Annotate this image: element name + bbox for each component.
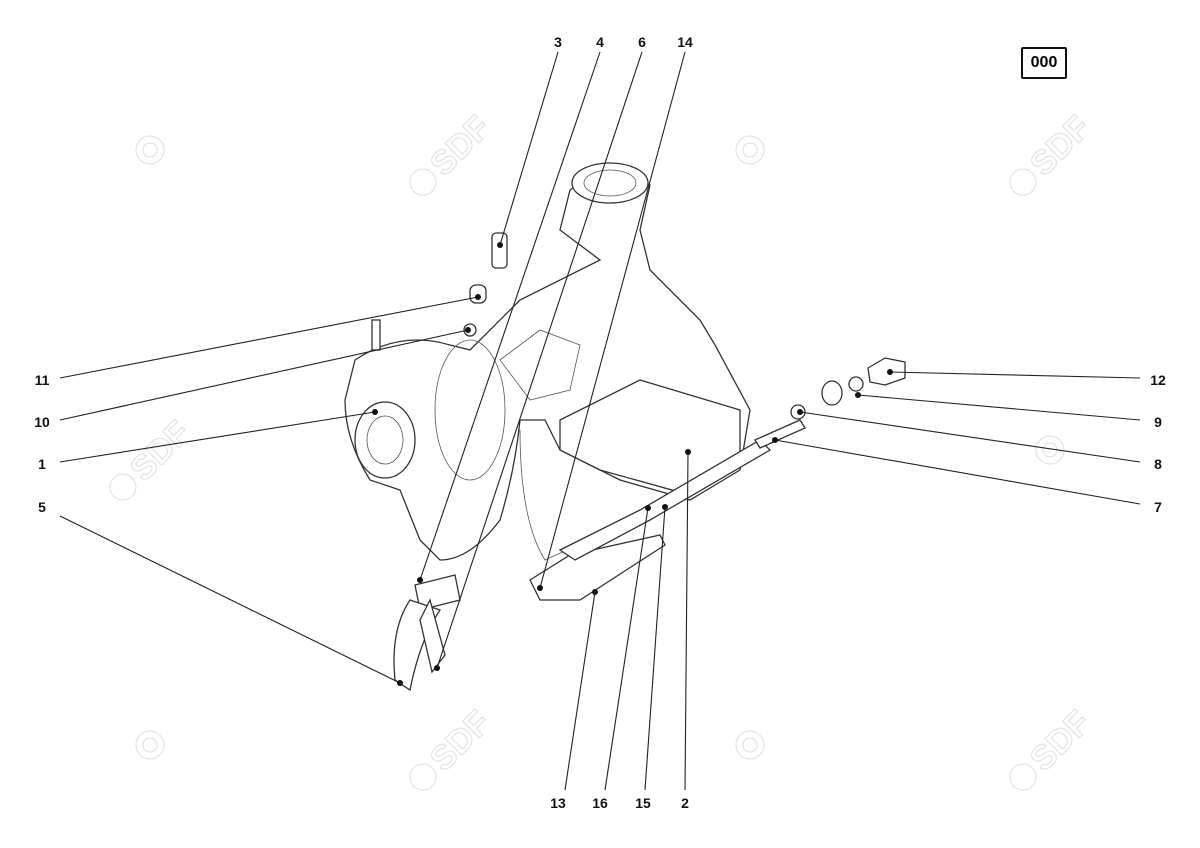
callout-8: 8 (1154, 456, 1162, 472)
callout-11: 11 (35, 372, 50, 388)
callout-7: 7 (1154, 499, 1162, 515)
callout-15: 15 (635, 795, 651, 811)
sdf-logo-icon (135, 730, 165, 760)
svg-text:SDF: SDF (1023, 704, 1098, 779)
sdf-logo-icon (135, 135, 165, 165)
sdf-watermark: SDF (1009, 703, 1098, 791)
callout-1: 1 (38, 456, 46, 472)
sdf-watermark: SDF (409, 703, 498, 791)
callout-6: 6 (638, 34, 646, 50)
callout-14: 14 (677, 34, 693, 50)
callout-4: 4 (596, 34, 604, 50)
callout-9: 9 (1154, 414, 1162, 430)
sdf-logo-icon (735, 730, 765, 760)
callout-12: 12 (1150, 372, 1166, 388)
callout-16: 16 (592, 795, 608, 811)
sdf-watermark: SDF (109, 413, 198, 501)
callout-labels: 3 4 6 14 11 10 1 5 12 9 8 7 13 16 15 2 (34, 34, 1166, 811)
sdf-logo-icon (735, 135, 765, 165)
svg-text:SDF: SDF (423, 704, 498, 779)
svg-text:SDF: SDF (1023, 109, 1098, 184)
leader-lines (59, 51, 1141, 791)
callout-10: 10 (34, 414, 50, 430)
diagram-code-box: 000 (1021, 47, 1067, 79)
svg-text:SDF: SDF (423, 109, 498, 184)
callout-2: 2 (681, 795, 689, 811)
callout-5: 5 (38, 499, 46, 515)
svg-text:SDF: SDF (123, 414, 198, 489)
turbocharger-assembly (344, 162, 906, 692)
callout-3: 3 (554, 34, 562, 50)
sdf-watermark: SDF (1009, 108, 1098, 196)
callout-13: 13 (550, 795, 566, 811)
sdf-watermark: SDF (409, 108, 498, 196)
